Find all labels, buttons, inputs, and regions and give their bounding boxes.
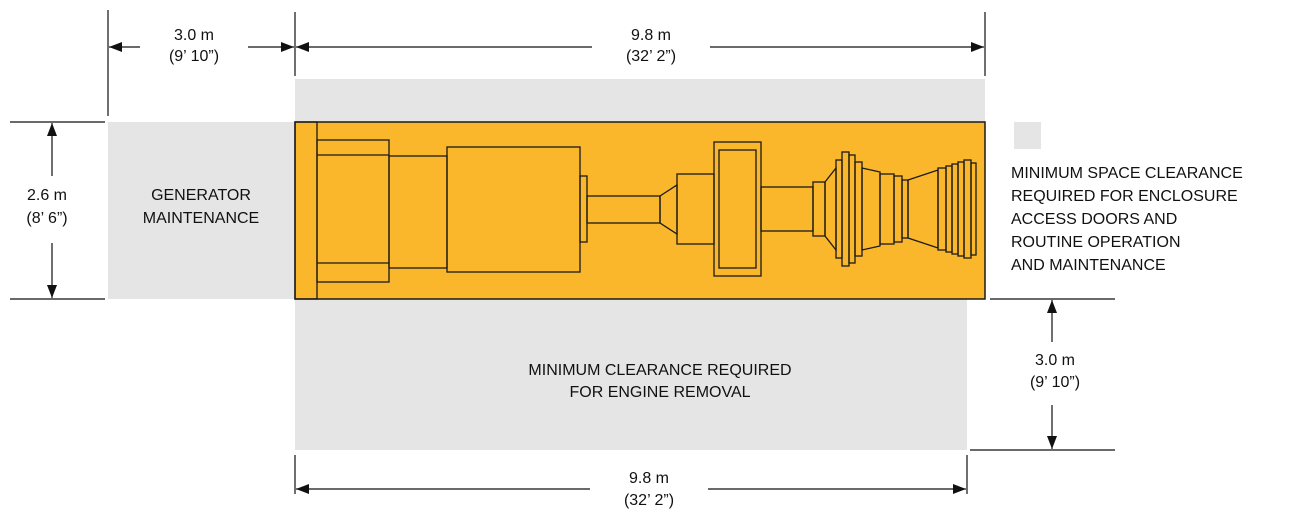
dim-top-left-imperial: (9’ 10”) bbox=[169, 48, 219, 65]
arrowhead-right bbox=[953, 484, 966, 494]
arrowhead-left bbox=[296, 484, 309, 494]
dimension-lines bbox=[47, 42, 1057, 494]
engine-combustor bbox=[861, 167, 881, 251]
generator-zone-label-line2: MAINTENANCE bbox=[143, 210, 259, 227]
engine-removal-label-line2: FOR ENGINE REMOVAL bbox=[569, 384, 750, 401]
legend-line-1: MINIMUM SPACE CLEARANCE bbox=[1011, 165, 1243, 182]
dim-left-height-imperial: (8’ 6”) bbox=[26, 210, 67, 227]
legend-line-5: AND MAINTENANCE bbox=[1011, 257, 1166, 274]
dim-left-height-metric: 2.6 m bbox=[27, 187, 67, 204]
legend-line-2: REQUIRED FOR ENCLOSURE bbox=[1011, 188, 1238, 205]
top-access-clearance-zone bbox=[295, 79, 985, 124]
dim-right-side-imperial: (9’ 10”) bbox=[1030, 374, 1080, 391]
engine-removal-label-line1: MINIMUM CLEARANCE REQUIRED bbox=[528, 362, 791, 379]
arrowhead-down bbox=[47, 285, 57, 298]
dim-top-right-imperial: (32’ 2”) bbox=[626, 48, 676, 65]
dim-bottom-metric: 9.8 m bbox=[629, 470, 669, 487]
generator-zone-label-line1: GENERATOR bbox=[151, 187, 251, 204]
extension-lines bbox=[10, 10, 1115, 494]
arrowhead-right bbox=[281, 42, 294, 52]
arrowhead-left bbox=[109, 42, 122, 52]
legend-line-4: ROUTINE OPERATION bbox=[1011, 234, 1181, 251]
arrowhead-right bbox=[971, 42, 984, 52]
turbine-package-plan-view bbox=[294, 121, 986, 300]
dim-top-left-metric: 3.0 m bbox=[174, 27, 214, 44]
arrowhead-up bbox=[47, 123, 57, 136]
legend-line-3: ACCESS DOORS AND bbox=[1011, 211, 1177, 228]
engine-removal-zone bbox=[295, 299, 967, 450]
dim-right-side-metric: 3.0 m bbox=[1035, 352, 1075, 369]
arrowhead-down bbox=[1047, 436, 1057, 449]
arrowhead-left bbox=[296, 42, 309, 52]
engine-assembly bbox=[812, 151, 977, 267]
turbine-inner-frame bbox=[718, 149, 757, 269]
generator-maintenance-zone bbox=[108, 122, 296, 299]
dim-bottom-imperial: (32’ 2”) bbox=[624, 492, 674, 509]
engine-exhaust-ring-5 bbox=[970, 162, 977, 256]
dim-top-right-metric: 9.8 m bbox=[631, 27, 671, 44]
equipment-enclosure bbox=[294, 121, 986, 300]
arrowhead-up bbox=[1047, 300, 1057, 313]
clearance-legend-swatch bbox=[1014, 122, 1041, 149]
